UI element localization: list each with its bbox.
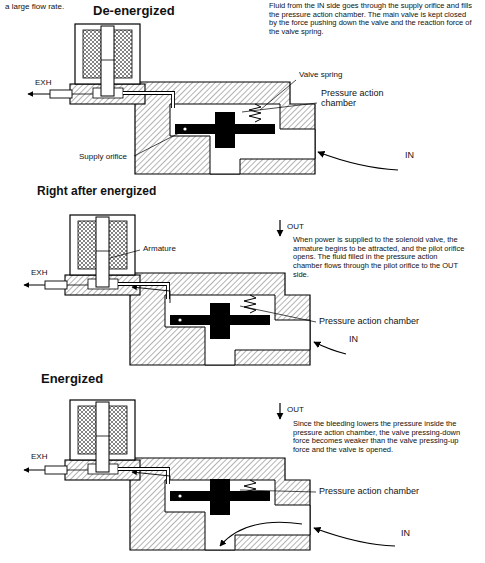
- explanation-note: Since the bleeding lowers the pressure i…: [292, 420, 469, 455]
- port-label: OUT: [286, 405, 305, 414]
- state-heading: Right after energized: [36, 185, 157, 199]
- port-label: EXH: [30, 452, 48, 461]
- part-label: Pressure action chamber: [318, 486, 420, 496]
- part-label: Pressure action chamber: [320, 88, 402, 109]
- part-label: Valve spring: [298, 70, 343, 79]
- state-heading: De-energized: [92, 4, 176, 19]
- explanation-note: Fluid from the IN side goes through the …: [268, 2, 475, 37]
- part-label: Armature: [142, 244, 177, 253]
- explanation-note: When power is supplied to the solenoid v…: [292, 236, 469, 279]
- port-label: IN: [404, 150, 415, 160]
- caption-fragment: a large flow rate.: [4, 2, 65, 11]
- port-label: EXH: [34, 78, 52, 87]
- part-label: Supply orifice: [78, 152, 128, 161]
- port-label: IN: [348, 334, 359, 344]
- port-label: IN: [400, 528, 411, 538]
- part-label: Pressure action chamber: [318, 316, 420, 326]
- state-heading: Energized: [40, 372, 104, 387]
- port-label: EXH: [30, 268, 48, 277]
- port-label: OUT: [286, 222, 305, 231]
